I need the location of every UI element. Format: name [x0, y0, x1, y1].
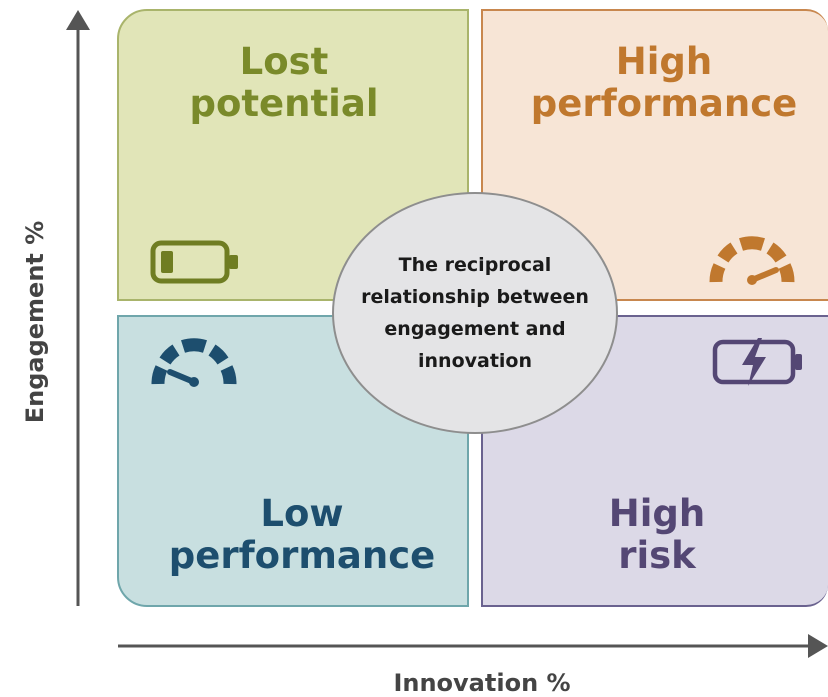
- x-axis-label: Innovation %: [393, 669, 571, 697]
- quadrant-title-low-performance: Low performance: [168, 492, 436, 577]
- charging-battery-icon: [712, 338, 802, 386]
- y-axis-label: Engagement %: [21, 220, 49, 424]
- quadrant-title-high-risk: High risk: [608, 492, 706, 577]
- center-ellipse: The reciprocal relationship between enga…: [332, 192, 618, 434]
- y-axis-arrow: [66, 10, 90, 606]
- quadrant-title-lost-potential: Lost potential: [189, 40, 379, 125]
- speedometer-high-icon: [709, 236, 795, 285]
- center-text: The reciprocal relationship between enga…: [361, 254, 589, 372]
- speedometer-low-icon: [151, 338, 237, 387]
- low-battery-icon: [150, 240, 238, 284]
- quadrant-title-high-performance: High performance: [530, 40, 798, 125]
- x-axis-arrow: [118, 634, 828, 658]
